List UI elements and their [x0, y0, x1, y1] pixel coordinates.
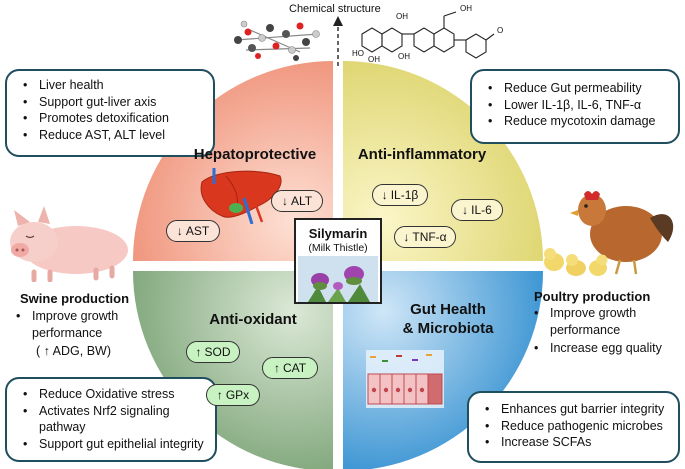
benefit-item: Activates Nrf2 signaling pathway [23, 403, 199, 436]
piglet-icon [10, 206, 128, 282]
benefit-item: Reduce AST, ALT level [23, 127, 205, 144]
atom-label: HO [352, 49, 364, 58]
molecule-model-icon [234, 20, 320, 61]
atom-label: OH [398, 52, 410, 61]
gut-health-title-line: Gut Health [410, 301, 486, 318]
benefit-item: Promotes detoxification [23, 110, 205, 127]
marker-cat: ↑ CAT [262, 357, 318, 379]
gut-health-title: Gut Health & Microbiota [388, 300, 508, 338]
atom-label: OH [396, 12, 408, 21]
chemical-structure-label: Chemical structure [289, 3, 381, 15]
benefit-item: Increase SCFAs [485, 434, 670, 451]
anti-inflammatory-benefits-box: Reduce Gut permeability Lower IL-1β, IL-… [470, 69, 680, 144]
poultry-item: Increase egg quality [534, 340, 676, 357]
poultry-production-title: Poultry production [534, 289, 651, 304]
gut-epithelium-icon [366, 350, 444, 408]
silymarin-card: Silymarin (Milk Thistle) [294, 218, 382, 304]
skeletal-formula-icon [361, 11, 495, 59]
swine-production-title: Swine production [20, 291, 130, 306]
poultry-item: Improve growth performance [534, 305, 662, 338]
benefit-item: Liver health [23, 77, 205, 94]
benefit-item: Enhances gut barrier integrity [485, 401, 670, 418]
center-title: Silymarin [308, 226, 368, 241]
marker-gpx: ↑ GPx [206, 384, 260, 406]
quadrant-anti-oxidant [133, 271, 333, 469]
benefit-item: Reduce mycotoxin damage [488, 113, 670, 130]
gut-health-title-line: & Microbiota [402, 320, 494, 337]
benefit-item: Support gut epithelial integrity [23, 436, 207, 453]
atom-label: OH [460, 4, 472, 13]
atom-label: OH [368, 55, 380, 64]
gut-health-benefits-box: Enhances gut barrier integrity Reduce pa… [467, 391, 680, 463]
benefit-item: Support gut-liver axis [23, 94, 205, 111]
hepatoprotective-title: Hepatoprotective [193, 146, 317, 163]
marker-tnf: ↓ TNF-α [394, 226, 456, 248]
marker-ast: ↓ AST [166, 220, 220, 242]
benefit-item: Reduce Oxidative stress [23, 386, 207, 403]
poultry-production-list: Improve growth performance Increase egg … [526, 305, 676, 357]
benefit-item: Reduce Gut permeability [488, 80, 670, 97]
anti-oxidant-title: Anti-oxidant [209, 311, 297, 328]
swine-item: Improve growth performance [16, 308, 138, 341]
swine-item-detail: ( ↑ ADG, BW) [36, 344, 111, 358]
marker-alt: ↓ ALT [271, 190, 323, 212]
hepatoprotective-benefits-box: Liver health Support gut-liver axis Prom… [5, 69, 215, 157]
milk-thistle-icon [298, 256, 378, 302]
marker-sod: ↑ SOD [186, 341, 240, 363]
benefit-item: Reduce pathogenic microbes [485, 418, 670, 435]
swine-production-list: Improve growth performance ( ↑ ADG, BW) [8, 308, 138, 360]
anti-inflammatory-title: Anti-inflammatory [357, 146, 487, 163]
atom-label: O [497, 26, 504, 35]
liver-icon [200, 168, 282, 224]
structure-arrowhead [333, 16, 343, 26]
anti-oxidant-benefits-box: Reduce Oxidative stress Activates Nrf2 s… [5, 377, 217, 462]
marker-il6: ↓ IL-6 [451, 199, 503, 221]
hen-and-chicks-icon [544, 191, 674, 276]
center-subtitle: (Milk Thistle) [308, 242, 368, 254]
benefit-item: Lower IL-1β, IL-6, TNF-α [488, 97, 670, 114]
marker-il1b: ↓ IL-1β [372, 184, 428, 206]
